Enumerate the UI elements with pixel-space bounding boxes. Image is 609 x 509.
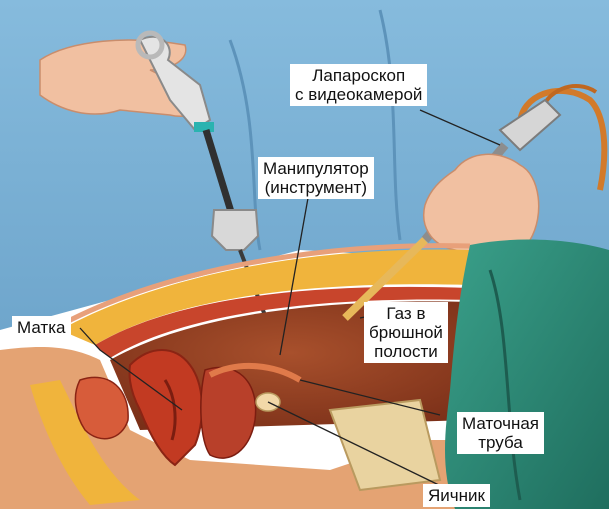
label-line: с видеокамерой [295,85,422,104]
label-manipulator: Манипулятор (инструмент) [258,157,374,199]
label-uterus: Матка [12,316,71,339]
rectum [201,367,256,458]
label-line: брюшной [369,323,443,342]
label-line: труба [462,433,539,452]
label-line: Манипулятор [263,159,369,178]
label-line: Маточная [462,414,539,433]
label-gas: Газ в брюшной полости [364,302,448,363]
label-laparoscope: Лапароскоп с видеокамерой [290,64,427,106]
label-line: Матка [17,318,66,337]
label-line: Лапароскоп [295,66,422,85]
label-line: Газ в [369,304,443,323]
label-fallopian-tube: Маточная труба [457,412,544,454]
manipulator-collar [194,122,214,132]
manipulator-port [212,210,258,250]
surgical-drape [445,240,609,509]
label-line: Яичник [428,486,485,505]
label-line: полости [369,342,443,361]
label-line: (инструмент) [263,178,369,197]
label-ovary: Яичник [423,484,490,507]
